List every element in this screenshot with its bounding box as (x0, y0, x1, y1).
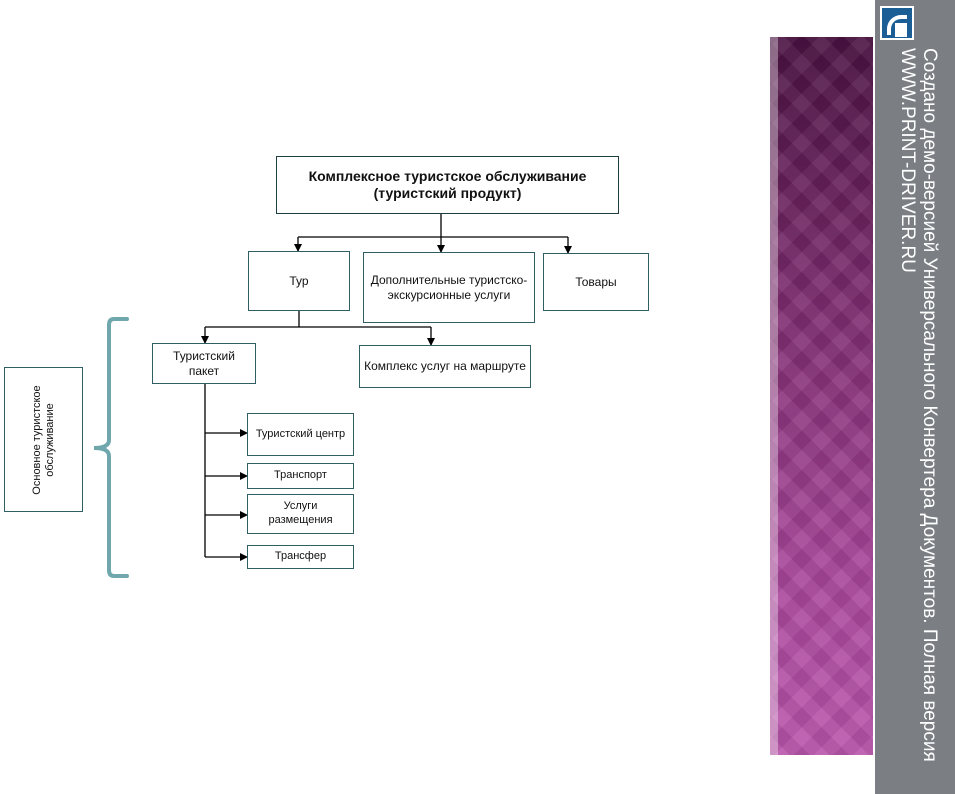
core-service-label: Основное туристское обслуживание (4, 367, 83, 512)
tourist-center-node: Туристский центр (247, 413, 354, 456)
decorative-band-edge (770, 37, 778, 755)
transfer-node: Трансфер (247, 545, 354, 569)
tour-package-node: Туристский пакет (152, 343, 256, 384)
route-services-node: Комплекс услуг на маршруте (359, 345, 531, 388)
watermark-url[interactable]: WWW.PRINT-DRIVER.RU (897, 48, 918, 273)
goods-node: Товары (543, 253, 649, 311)
extra-services-node: Дополнительные туристско-экскурсионные у… (363, 252, 535, 323)
watermark-strip (875, 0, 955, 794)
decorative-band (770, 37, 873, 755)
accommodation-node: Услуги размещения (247, 494, 354, 534)
transport-node: Транспорт (247, 463, 354, 489)
watermark-text: Создано демо-версией Универсального Конв… (919, 48, 940, 762)
root-node: Комплексное туристское обслуживание (тур… (276, 156, 619, 214)
bracket (93, 317, 129, 578)
tour-node: Тур (248, 251, 350, 311)
print-driver-logo-icon (880, 6, 914, 40)
